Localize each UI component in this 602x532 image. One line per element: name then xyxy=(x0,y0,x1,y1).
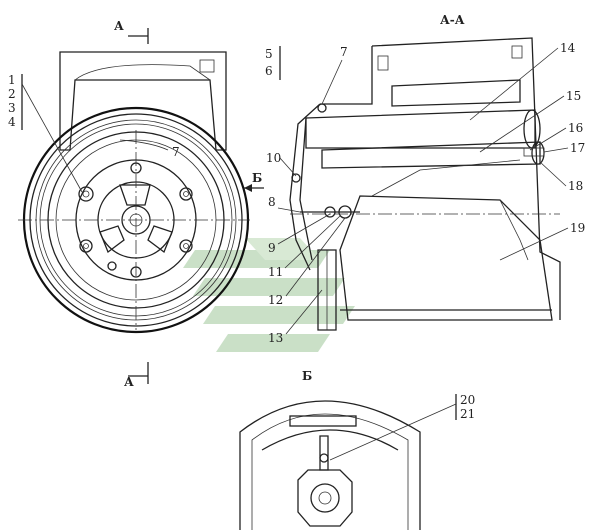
callout-7-left: 7 xyxy=(172,145,180,159)
view-b-title: Б xyxy=(302,369,312,383)
callout-17: 17 xyxy=(570,141,585,155)
callout-15: 15 xyxy=(566,89,581,103)
callout-6: 6 xyxy=(265,64,273,78)
callout-1: 1 xyxy=(8,73,16,87)
section-b-arrow-label: Б xyxy=(252,171,262,185)
section-a-bottom-label: А xyxy=(124,375,134,389)
callout-8: 8 xyxy=(268,195,276,209)
callout-11: 11 xyxy=(268,265,283,279)
watermark-logo xyxy=(183,238,355,352)
section-a-top-marker: А xyxy=(114,19,149,44)
callout-19: 19 xyxy=(570,221,585,235)
callout-3: 3 xyxy=(8,101,16,115)
callouts-left: 1 2 3 4 7 xyxy=(8,73,180,193)
section-a-top-label: А xyxy=(114,19,124,33)
callout-9: 9 xyxy=(268,241,276,255)
callout-14: 14 xyxy=(560,41,576,55)
callout-4: 4 xyxy=(8,115,16,129)
view-b: Б 20 21 xyxy=(239,369,475,530)
callout-13: 13 xyxy=(268,331,283,345)
callout-20: 20 xyxy=(460,393,475,407)
view-aa-title: А-А xyxy=(440,13,465,27)
callout-7-right: 7 xyxy=(340,45,348,59)
callout-21: 21 xyxy=(460,407,475,421)
wheel-front-view xyxy=(18,51,250,334)
section-a-bottom-marker: А xyxy=(124,362,149,389)
callout-5: 5 xyxy=(265,47,273,61)
section-b-arrow: Б xyxy=(244,171,264,192)
section-aa-view: А-А xyxy=(289,13,561,331)
callout-2: 2 xyxy=(8,87,16,101)
callout-16: 16 xyxy=(568,121,583,135)
callout-12: 12 xyxy=(268,293,283,307)
callout-18: 18 xyxy=(568,179,583,193)
callout-10: 10 xyxy=(266,151,281,165)
callouts-section-aa: 5 6 7 10 8 9 11 12 13 14 15 16 17 18 19 xyxy=(265,41,585,345)
